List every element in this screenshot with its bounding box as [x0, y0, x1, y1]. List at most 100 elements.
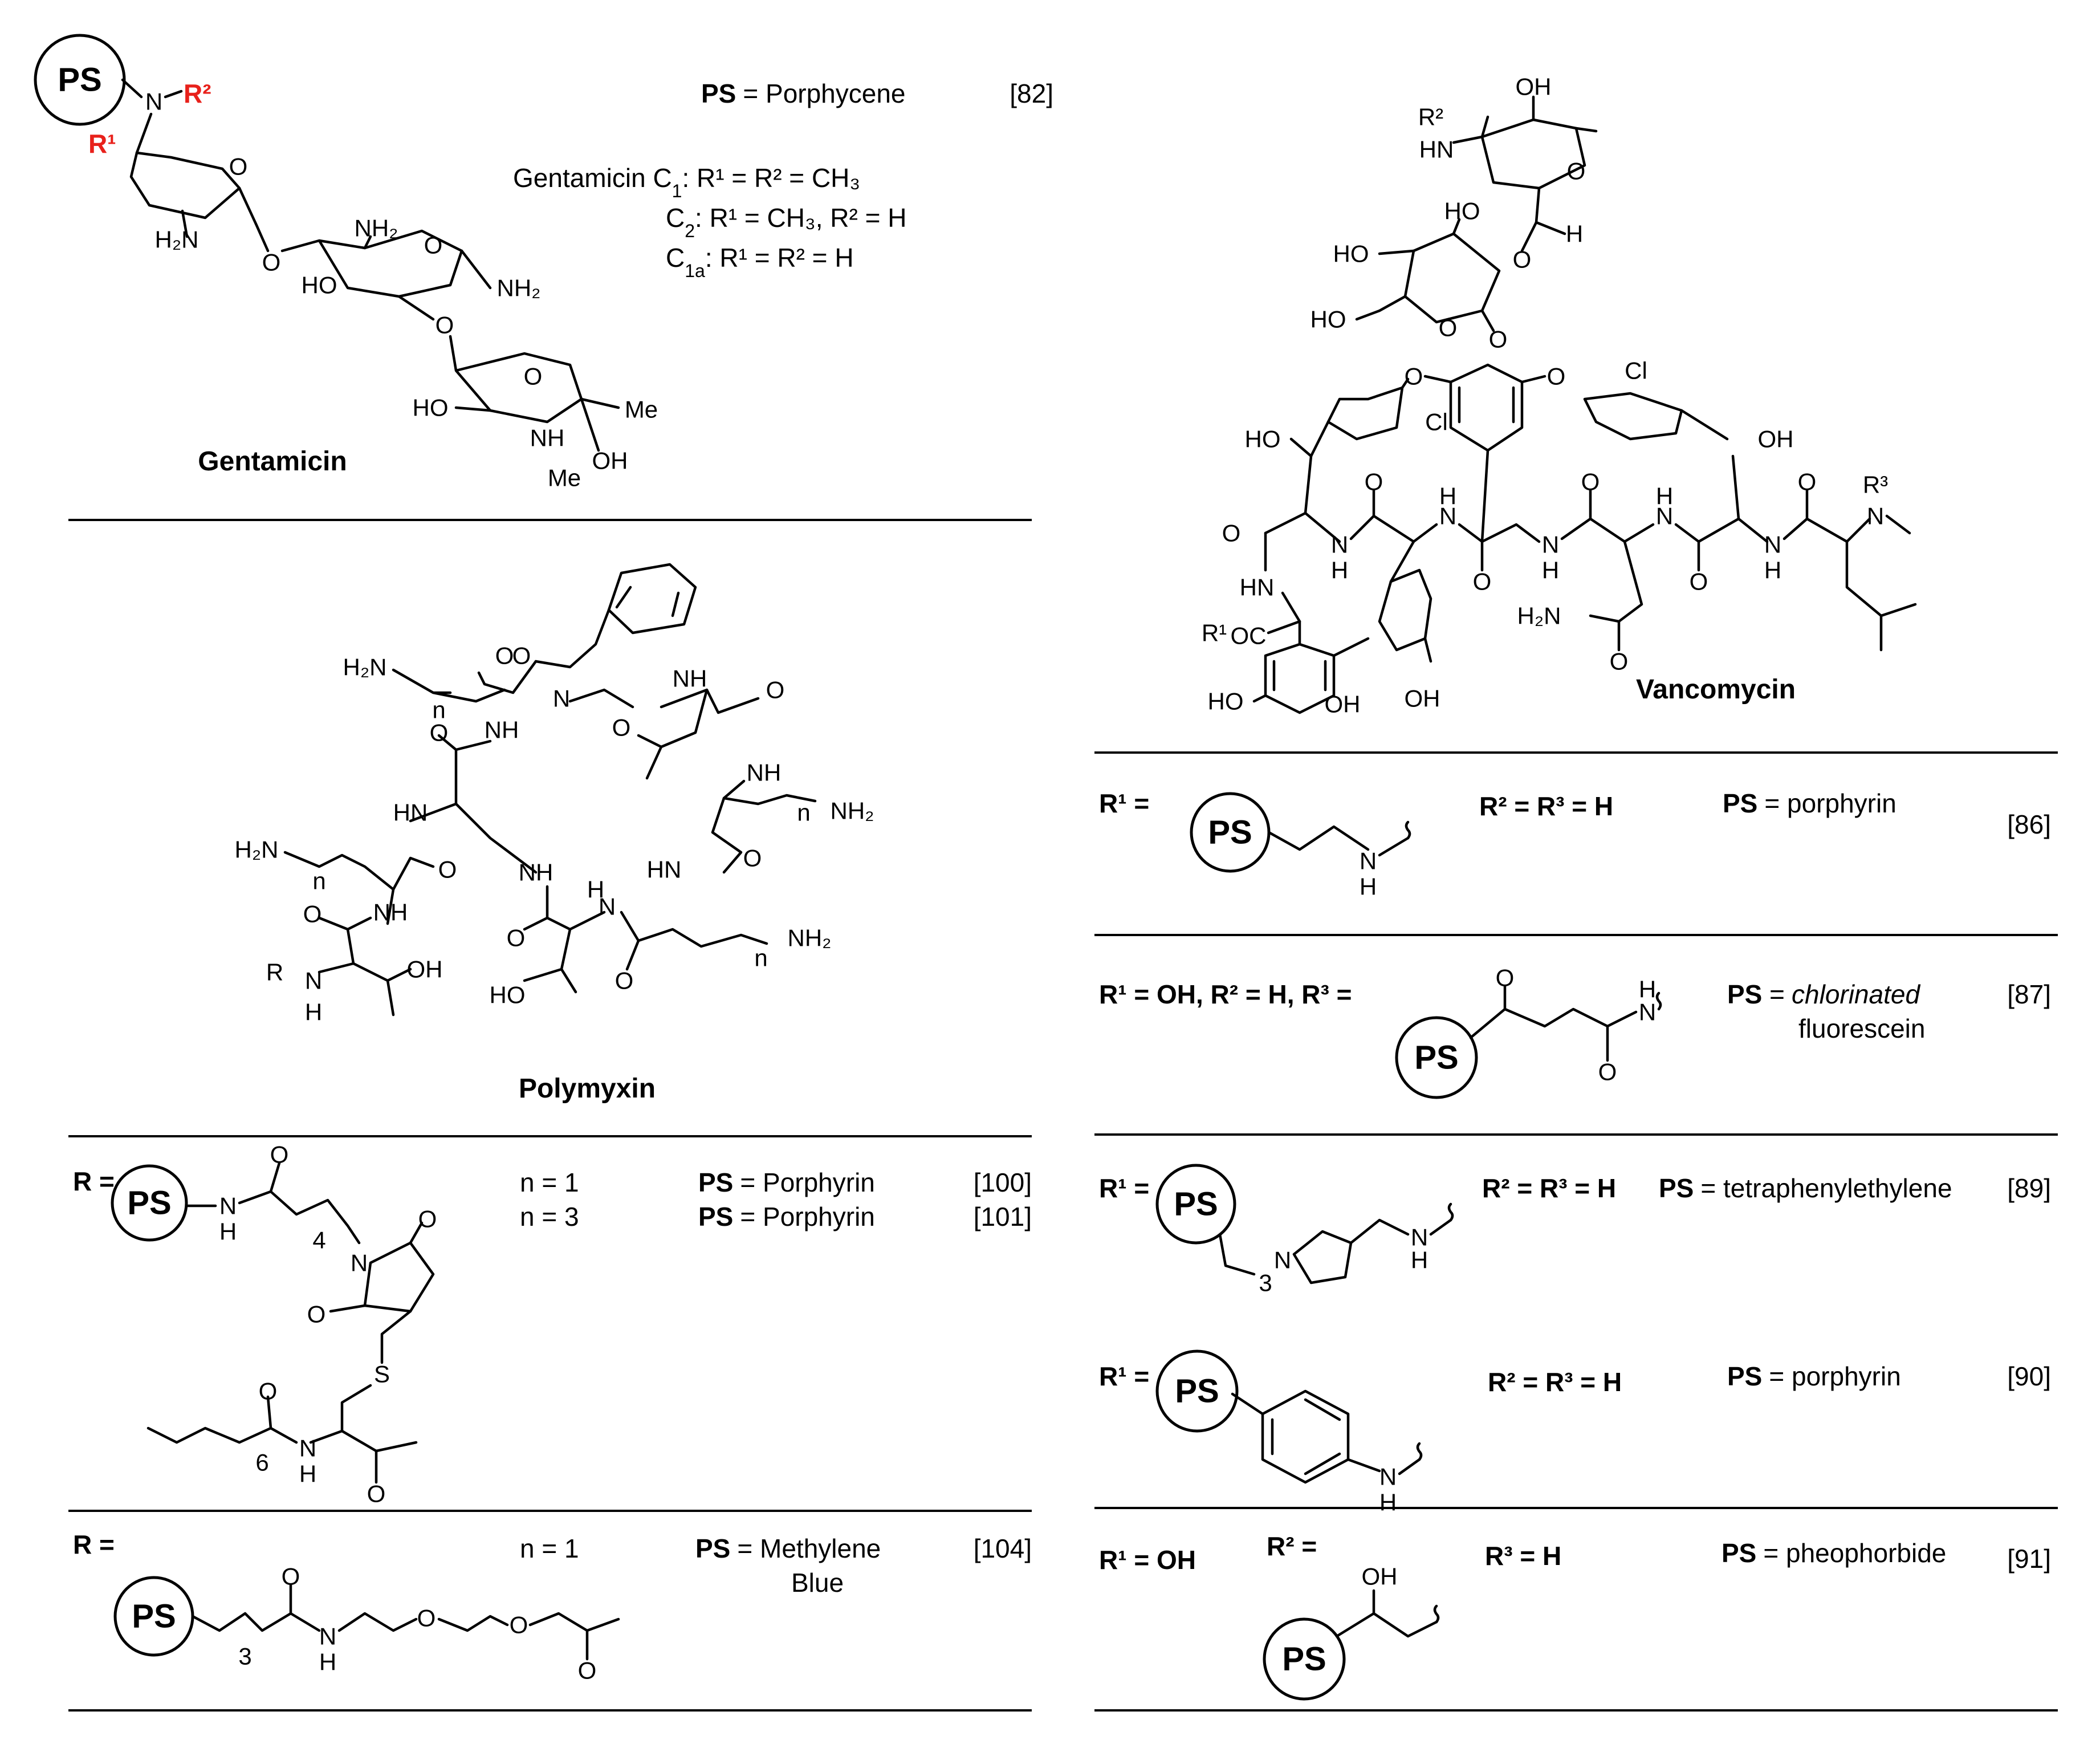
ps-label: PS	[132, 1598, 176, 1635]
atom-label: OH	[592, 448, 628, 474]
atom-label: O	[1798, 469, 1817, 495]
r2-substituent: R²	[184, 79, 211, 108]
vancomycin-row-90: R¹ = PS N H R² = R³ = H PS= porphyrin [9…	[1099, 1349, 2051, 1516]
ps-definition-line2: Blue	[791, 1568, 844, 1597]
atom-label: O	[303, 901, 322, 928]
ps-label: PS	[127, 1185, 171, 1222]
atom-label: O	[743, 845, 762, 872]
atom-label: N	[1411, 1224, 1428, 1251]
vancomycin-panel: O OH HN R² H O HO HO HO O O O	[1202, 74, 1917, 718]
polymyxin-row-1: R = PS N H O 4 N O O S N H O O 6 n = 1 n…	[73, 1141, 1032, 1507]
atom-label: HN	[393, 799, 428, 826]
ps-definition: PS= Methylene	[695, 1534, 881, 1563]
r-label: R =	[73, 1166, 115, 1196]
atom-label: O	[1690, 568, 1708, 595]
ps-label: PS	[1175, 1373, 1219, 1410]
r2-substituent: R²	[1418, 104, 1443, 131]
atom-label: HN	[647, 856, 682, 883]
r1-label: R¹ = OH	[1099, 1545, 1196, 1575]
r3-substituent: R³	[1863, 471, 1888, 498]
atom-label: HO	[1444, 198, 1480, 225]
atom-label: H	[1379, 1489, 1397, 1516]
atom-label: n	[312, 868, 325, 895]
atom-label: Me	[625, 396, 658, 423]
ps-definition: PS= porphyrin	[1727, 1361, 1901, 1391]
atom-label: H	[299, 1461, 316, 1487]
vancomycin-title: Vancomycin	[1636, 674, 1796, 705]
atom-label: OH	[1758, 426, 1794, 453]
atom-label: O	[270, 1141, 289, 1168]
atom-label: O	[438, 856, 457, 883]
atom-label: HO	[490, 982, 526, 1009]
r-label: R¹ = OH, R² = H, R³ =	[1099, 979, 1352, 1009]
atom-label: O	[1489, 326, 1508, 353]
atom-label: n	[754, 945, 767, 971]
atom-label: O	[524, 363, 543, 390]
atom-label: N	[219, 1193, 237, 1219]
atom-label: O	[307, 1301, 326, 1328]
atom-label: N	[299, 1435, 316, 1462]
atom-label: HO	[1311, 306, 1346, 333]
atom-label: O	[1496, 965, 1515, 991]
n-value: n = 1	[520, 1168, 579, 1197]
atom-label: N	[1360, 848, 1377, 875]
atom-label: O	[578, 1657, 597, 1684]
atom-label: NH	[673, 665, 707, 692]
polymyxin-structure: O N O NH O O H₂N n NH O HN NH n NH₂	[235, 563, 874, 1026]
atom-label: N	[1867, 503, 1884, 530]
gentamicin-variant-c1: Gentamicin C1: R¹ = R² = CH₃	[513, 163, 860, 201]
atom-label: O	[1439, 315, 1458, 342]
ref: [87]	[2007, 979, 2051, 1009]
atom-label: H	[1439, 483, 1456, 510]
atom-label: N	[599, 893, 616, 920]
gentamicin-title: Gentamicin	[198, 446, 347, 477]
ps-label: PS	[1208, 814, 1252, 851]
ps-circle	[1155, 1349, 1239, 1433]
ps-definition: PS= porphyrin	[1723, 788, 1896, 818]
atom-label: Cl	[1425, 409, 1448, 436]
atom-label: N	[351, 1250, 368, 1277]
ps-definition: PS= chlorinated	[1727, 979, 1920, 1009]
atom-label: O	[615, 968, 634, 994]
atom-label: HO	[1245, 426, 1281, 453]
r23-label: R² = R³ = H	[1482, 1173, 1616, 1203]
atom-label: OH	[1405, 685, 1440, 712]
atom-label: Cl	[1625, 357, 1647, 384]
atom-label: O	[1610, 648, 1629, 675]
atom-label: O	[766, 677, 785, 704]
atom-label: H	[219, 1218, 237, 1245]
r1-label: R¹ =	[1099, 1361, 1149, 1391]
r3-label: R³ = H	[1485, 1541, 1561, 1571]
ref: [100]	[974, 1168, 1032, 1197]
atom-label: O	[1547, 363, 1566, 390]
atom-label: OH	[1325, 691, 1361, 718]
atom-label: O	[262, 249, 281, 276]
ps-circle	[1263, 1617, 1346, 1701]
atom-label: n	[432, 697, 445, 723]
atom-label: H	[1764, 557, 1781, 584]
ps-label: PS	[1414, 1039, 1458, 1076]
atom-label: O	[417, 1605, 436, 1632]
atom-label: n	[797, 799, 810, 826]
atom-label: NH	[373, 899, 408, 926]
atom-label: H₂N	[1517, 603, 1561, 629]
atom-label: O	[1405, 363, 1423, 390]
atom-label: OH	[1516, 74, 1552, 100]
polymyxin-panel: O N O NH O O H₂N n NH O HN NH n NH₂	[235, 563, 874, 1104]
ps-circle	[111, 1164, 188, 1242]
atom-label: HO	[302, 272, 337, 299]
atom-label: O	[1473, 568, 1492, 595]
atom-label: O	[424, 232, 443, 259]
r-substituent: R	[266, 959, 283, 986]
atom-label: NH	[519, 859, 554, 886]
ref: [89]	[2007, 1173, 2051, 1203]
atom-label: HN	[1240, 574, 1275, 601]
atom-label: H	[319, 1649, 336, 1676]
ref: [101]	[974, 1202, 1032, 1231]
atom-label: NH	[485, 717, 519, 743]
atom-label: O	[1365, 469, 1383, 495]
atom-label: O	[282, 1563, 300, 1590]
r2-label: R² =	[1267, 1531, 1317, 1561]
atom-label: O	[507, 925, 526, 952]
atom-label: NH₂	[831, 798, 874, 824]
